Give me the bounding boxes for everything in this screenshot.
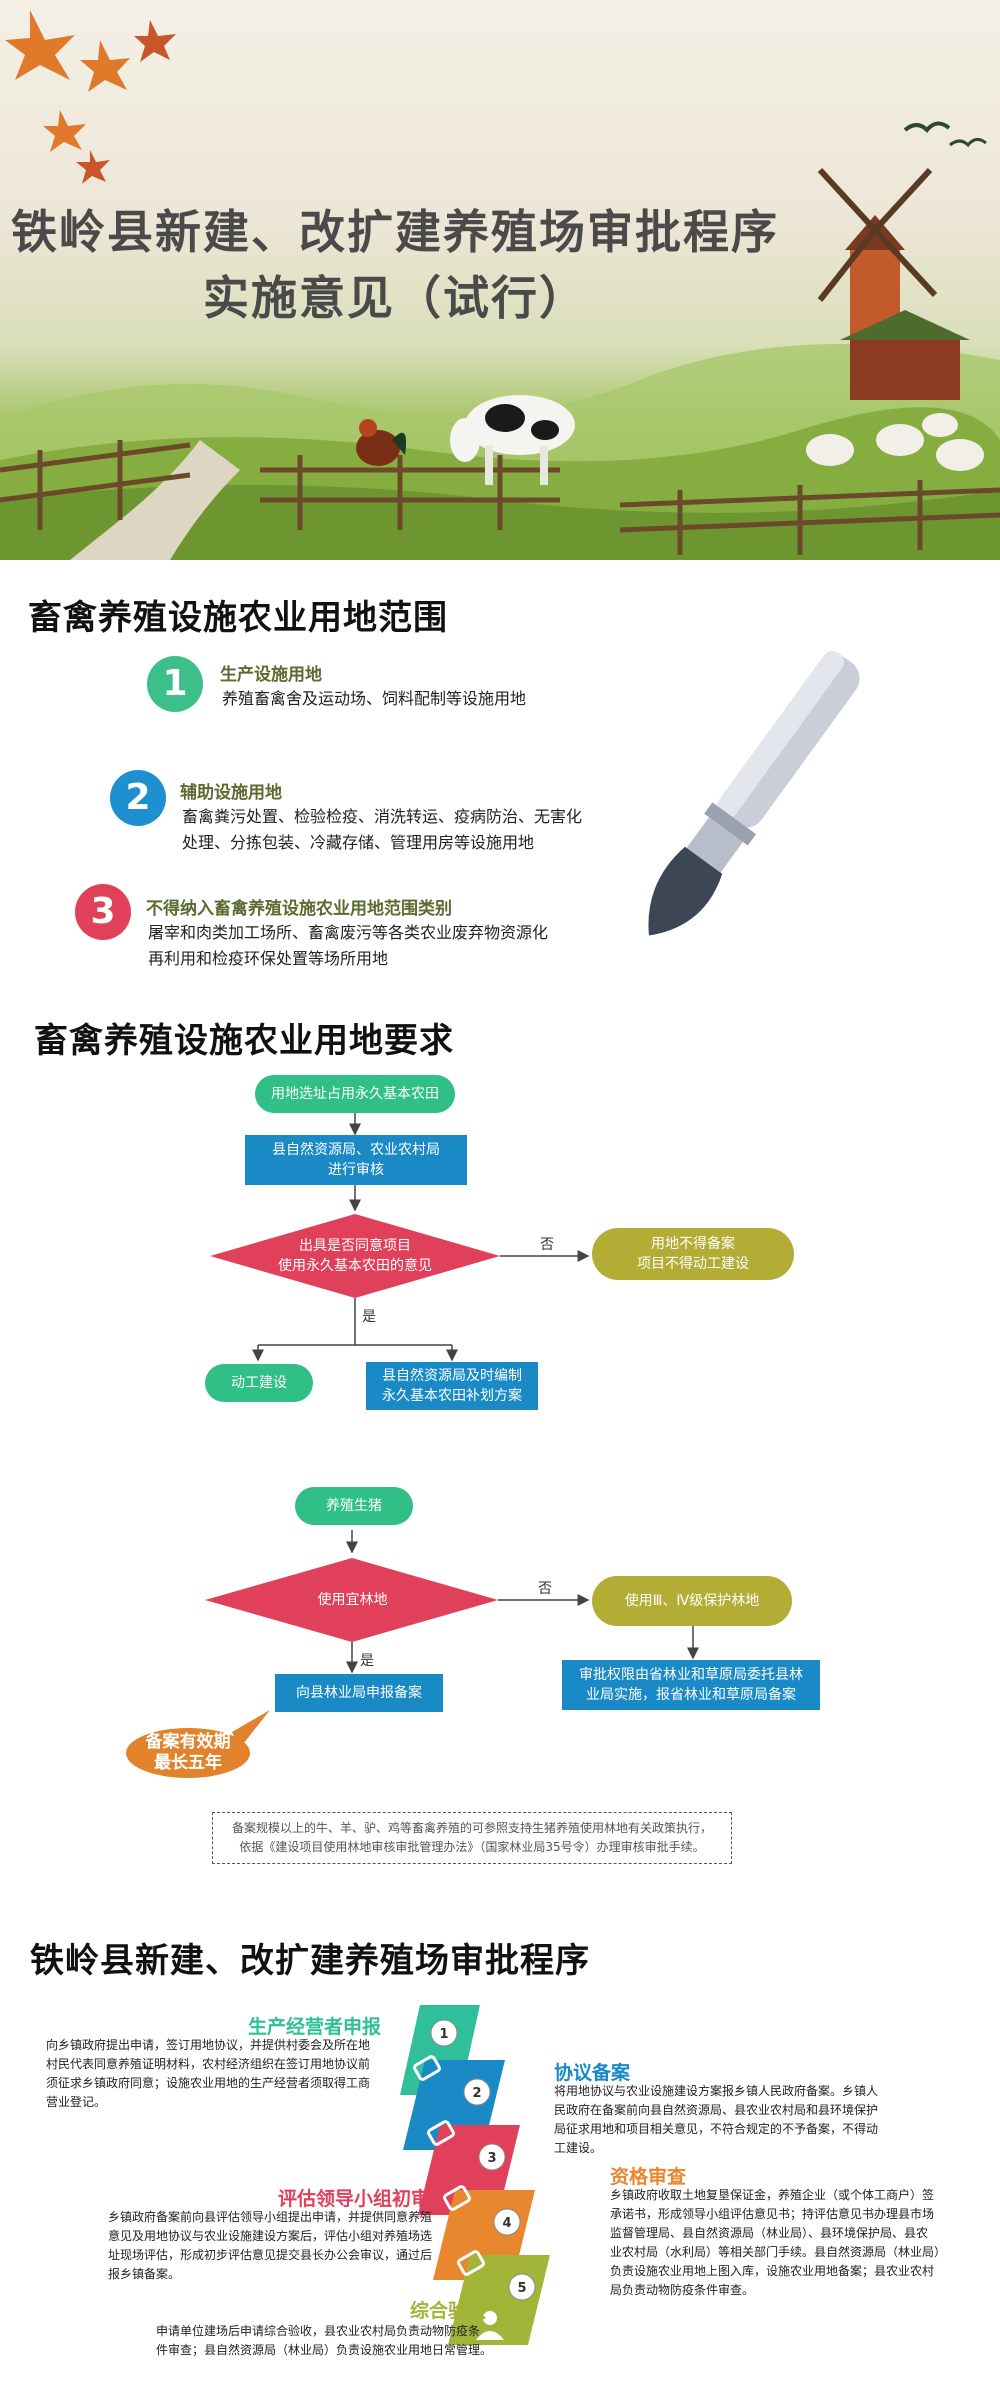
step-number-5: 5: [517, 2281, 526, 2296]
flow1-review-line1: 县自然资源局、农业农村局: [272, 1142, 440, 1158]
step-4-line: 监督管理局、县自然资源局（林业局）、县环境保护局、县农: [610, 2226, 929, 2240]
step-number-2: 2: [472, 2086, 481, 2101]
flow2-no-label: 否: [538, 1581, 552, 1597]
document-icon: [413, 2055, 441, 2081]
flow1-review-line2: 进行审核: [328, 1162, 384, 1178]
number-badge-2: 2: [110, 770, 166, 826]
number-badge-3: 3: [75, 884, 131, 940]
decision-diamond-forest: [205, 1558, 498, 1642]
step-3-line: 乡镇政府备案前向县评估领导小组提出申请，并提供同意养殖: [108, 2210, 433, 2224]
step-4-line: 业农村局（水利局）等相关部门手续。县自然资源局（林业局）: [610, 2245, 947, 2259]
flowchart-lines: [126, 1112, 699, 1778]
step-4-line: 负责设施农业用地上图入库，设施农业用地备案；县农业农村: [610, 2264, 935, 2278]
step-2-line: 局征求用地和项目相关意见，不符合规定的不予备案，不得动: [554, 2122, 879, 2136]
step-1-line: 村民代表同意养殖证明材料，农村经济组织在签订用地协议前: [46, 2057, 371, 2071]
step-1-line: 向乡镇政府提出申请，签订用地协议，并提供村委会及所在地: [46, 2038, 371, 2052]
step-title-3: 评估领导小组初审: [278, 2188, 431, 2210]
validity-badge-line2: 最长五年: [154, 1753, 222, 1773]
step-number-3: 3: [487, 2151, 496, 2166]
step-1-line: 营业登记。: [46, 2095, 107, 2109]
policy-note-line2: 依据《建设项目使用林地审核审批管理办法》（国家林业局35号令）办理审核审批手续。: [239, 1840, 705, 1854]
flow1-yes-result-construction: 动工建设: [205, 1364, 313, 1402]
step-3-line: 报乡镇备案。: [108, 2267, 181, 2281]
step-4-line: 局负责动物防疫条件审查。: [610, 2283, 755, 2297]
header-banner: 铁岭县新建、改扩建养殖场审批程序 实施意见（试行）: [0, 0, 1000, 560]
step-title-1: 生产经营者申报: [248, 2016, 382, 2038]
step-1-line: 须征求乡镇政府同意；设施农业用地的生产经营者须取得工商: [46, 2076, 371, 2090]
step-5-line: 件审查；县自然资源局（林业局）负责设施农业用地日常管理。: [156, 2343, 493, 2357]
step-number-4: 4: [502, 2216, 511, 2231]
step-title-5: 综合验收: [410, 2300, 487, 2322]
scope-item-title-3: 不得纳入畜禽养殖设施农业用地范围类别: [146, 899, 452, 919]
flow1-no-result-line1: 用地不得备案: [651, 1236, 735, 1252]
flow1-no-result: 用地不得备案 项目不得动工建设: [592, 1228, 794, 1280]
decision-diamond-farmland: [210, 1214, 500, 1298]
flow1-yes-result-plan-line2: 永久基本农田补划方案: [382, 1388, 522, 1404]
flow2-decision-text: 使用宜林地: [317, 1592, 388, 1608]
step-text-3: 乡镇政府备案前向县评估领导小组提出申请，并提供同意养殖 意见及用地协议与农业设施…: [108, 2208, 458, 2284]
step-4-line: 乡镇政府收取土地复垦保证金，养殖企业（或个体工商户）签: [610, 2188, 935, 2202]
scope-item-title-2: 辅助设施用地: [180, 783, 282, 803]
step-text-4: 乡镇政府收取土地复垦保证金，养殖企业（或个体工商户）签 承诺书，形成领导小组评估…: [610, 2186, 970, 2300]
step-2-line: 工建设。: [554, 2141, 603, 2155]
scope-item-text-1: 养殖畜禽舍及运动场、饲料配制等设施用地: [222, 689, 527, 708]
flow2-no-followup: 审批权限由省林业和草原局委托县林 业局实施，报省林业和草原局备案: [562, 1660, 820, 1710]
section-title-scope: 畜禽养殖设施农业用地范围: [28, 598, 448, 638]
farm-landscape-illustration: [0, 10, 1000, 560]
step-5-line: 申请单位建场后申请综合验收，县农业农村局负责动物防疫条: [156, 2324, 481, 2338]
section-title-procedure: 铁岭县新建、改扩建养殖场审批程序: [30, 1941, 590, 1981]
number-badge-1: 1: [147, 656, 203, 712]
page-title-line1: 铁岭县新建、改扩建养殖场审批程序: [11, 205, 779, 259]
step-2-line: 民政府在备案前向县自然资源局、县农业农村局和县环境保护: [554, 2103, 879, 2117]
step-text-1: 向乡镇政府提出申请，签订用地协议，并提供村委会及所在地 村民代表同意养殖证明材料…: [46, 2036, 406, 2112]
flow2-yes-label: 是: [360, 1653, 374, 1669]
section-title-requirements: 畜禽养殖设施农业用地要求: [34, 1021, 454, 1061]
scope-item-title-1: 生产设施用地: [220, 665, 322, 685]
flow1-decision-line1: 出具是否同意项目: [299, 1238, 411, 1254]
flow2-start: 养殖生猪: [295, 1487, 413, 1525]
page-title-line2: 实施意见（试行）: [203, 271, 587, 325]
flow1-review-box: 县自然资源局、农业农村局 进行审核: [245, 1135, 467, 1185]
step-title-4: 资格审查: [610, 2166, 687, 2188]
flow2-yes-result: 向县林业局申报备案: [275, 1674, 443, 1712]
flow1-yes-result-plan: 县自然资源局及时编制 永久基本农田补划方案: [366, 1362, 538, 1410]
flow1-yes-result-plan-line1: 县自然资源局及时编制: [382, 1368, 522, 1384]
flow1-yes-label: 是: [362, 1309, 376, 1325]
step-2-line: 将用地协议与农业设施建设方案报乡镇人民政府备案。乡镇人: [554, 2084, 879, 2098]
scope-item-text-3a: 屠宰和肉类加工场所、畜禽废污等各类农业废弃物资源化: [148, 923, 549, 942]
user-icon: [476, 2311, 504, 2340]
flow1-decision-line2: 使用永久基本农田的意见: [278, 1258, 432, 1274]
flow2-no-followup-line1: 审批权限由省林业和草原局委托县林: [579, 1667, 803, 1683]
step-text-5: 申请单位建场后申请综合验收，县农业农村局负责动物防疫条 件审查；县自然资源局（林…: [156, 2322, 506, 2360]
step-3-line: 意见及用地协议与农业设施建设方案后，评估小组对养殖场选: [108, 2229, 433, 2243]
scope-item-text-2b: 处理、分拣包装、冷藏存储、管理用房等设施用地: [182, 833, 535, 852]
flow1-start: 用地选址占用永久基本农田: [255, 1075, 455, 1113]
step-4-line: 承诺书，形成领导小组评估意见书；持评估意见书办理县市场: [610, 2207, 935, 2221]
stamp-icon: [443, 2185, 471, 2211]
policy-note-line1: 备案规模以上的牛、羊、驴、鸡等畜禽养殖的可参照支持生猪养殖使用林地有关政策执行，: [231, 1821, 712, 1835]
step-number-1: 1: [439, 2027, 448, 2042]
flow1-no-label: 否: [540, 1237, 554, 1253]
validity-badge: 备案有效期 最长五年: [128, 1732, 248, 1774]
scope-item-text-2a: 畜禽粪污处置、检验检疫、消洗转运、疫病防治、无害化: [182, 807, 583, 826]
scope-item-text-3b: 再利用和检疫环保处置等场所用地: [148, 949, 389, 968]
validity-badge-line1: 备案有效期: [145, 1732, 231, 1752]
policy-note-box: 备案规模以上的牛、羊、驴、鸡等畜禽养殖的可参照支持生猪养殖使用林地有关政策执行，…: [212, 1812, 732, 1864]
flow2-no-result: 使用Ⅲ、Ⅳ级保护林地: [592, 1576, 792, 1626]
validity-badge-bubble: [126, 1728, 250, 1778]
flow1-decision-text: 出具是否同意项目 使用永久基本农田的意见: [255, 1236, 455, 1276]
paintbrush-icon: [648, 650, 860, 936]
ticket-icon: [427, 2120, 455, 2146]
flow1-no-result-line2: 项目不得动工建设: [637, 1256, 749, 1272]
step-title-2: 协议备案: [554, 2062, 631, 2084]
step-text-2: 将用地协议与农业设施建设方案报乡镇人民政府备案。乡镇人 民政府在备案前向县自然资…: [554, 2082, 904, 2158]
step-3-line: 址现场评估，形成初步评估意见提交县长办公会审议，通过后: [108, 2248, 433, 2262]
certificate-icon: [457, 2250, 485, 2276]
procedure-step-ribbon: 1 2 3 4 5: [400, 2005, 550, 2345]
flow2-no-followup-line2: 业局实施，报省林业和草原局备案: [586, 1687, 796, 1703]
